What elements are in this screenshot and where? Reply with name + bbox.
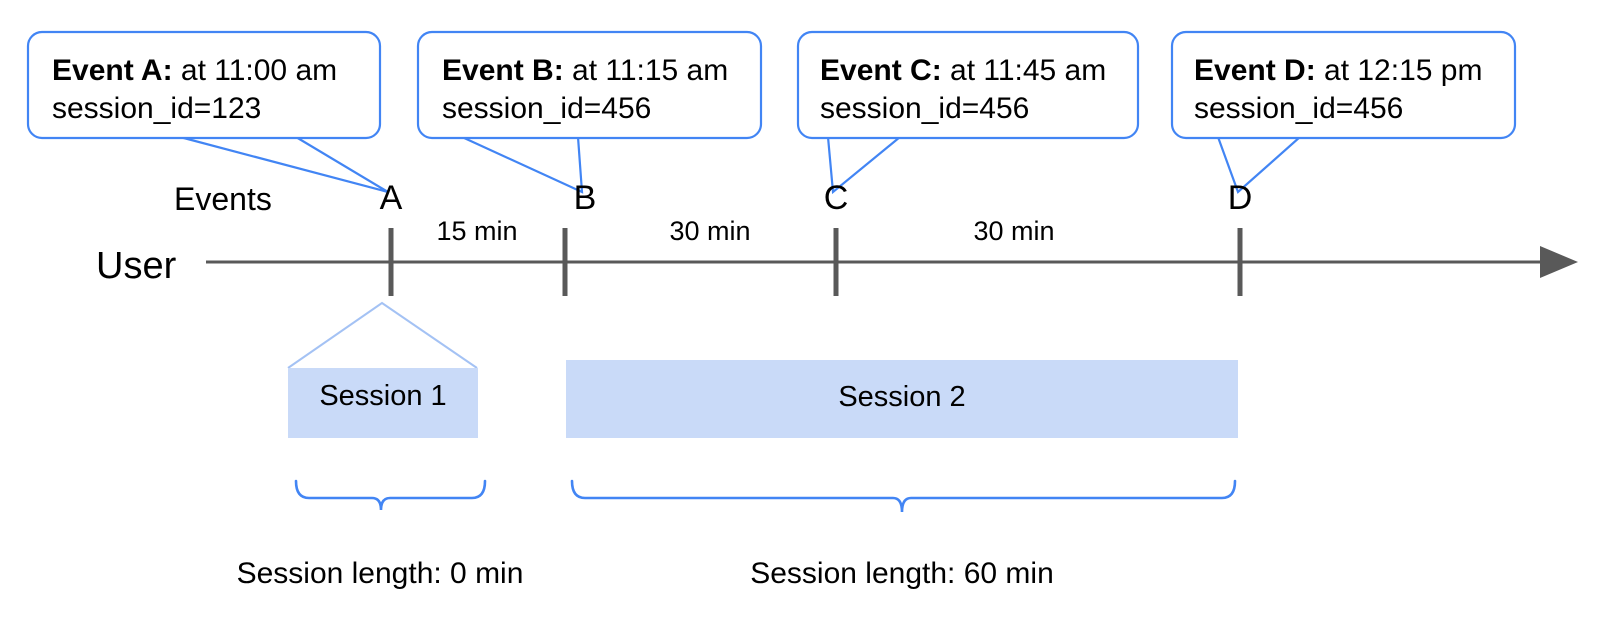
session-2-bar-group: Session 2 <box>566 360 1238 438</box>
session-1-bar-group: Session 1 <box>288 368 478 438</box>
callout-d-time: at 12:15 pm <box>1316 54 1483 87</box>
event-letter-c: C <box>824 179 849 217</box>
callout-event-a: Event A: at 11:00 am session_id=123 <box>26 30 389 194</box>
event-letter-d: D <box>1228 179 1253 217</box>
session-2-brace <box>570 479 1237 513</box>
callout-c-box <box>796 30 1140 140</box>
callout-b-box <box>416 30 763 140</box>
callout-d-session: session_id=456 <box>1194 92 1403 125</box>
session-1-bar <box>288 368 478 438</box>
callout-c-line1: Event C: at 11:45 am <box>820 54 1106 87</box>
session-1-length-label: Session length: 0 min <box>237 557 524 590</box>
callout-b-line1: Event B: at 11:15 am <box>442 54 728 87</box>
session-2-label: Session 2 <box>838 381 965 413</box>
callout-d-title: Event D: <box>1194 54 1316 87</box>
session-1-brace <box>294 479 487 511</box>
callout-d-line1: Event D: at 12:15 pm <box>1194 54 1482 87</box>
callout-event-b: Event B: at 11:15 am session_id=456 <box>416 30 763 194</box>
event-letter-a: A <box>380 179 403 217</box>
right-arrow-icon <box>1540 246 1578 278</box>
callout-a-title: Event A: <box>52 54 173 87</box>
duration-label-ab: 15 min <box>436 216 517 246</box>
session-2-length-label: Session length: 60 min <box>750 557 1054 590</box>
callout-b-time: at 11:15 am <box>564 54 729 87</box>
callout-b-session: session_id=456 <box>442 92 651 125</box>
callout-b-title: Event B: <box>442 54 564 87</box>
callout-a-line1: Event A: at 11:00 am <box>52 54 337 87</box>
session-1-funnel <box>287 301 478 369</box>
duration-label-cd: 30 min <box>973 216 1054 246</box>
callout-event-c: Event C: at 11:45 am session_id=456 <box>796 30 1140 195</box>
events-lane-label: Events <box>174 181 272 217</box>
callout-c-title: Event C: <box>820 54 942 87</box>
duration-label-bc: 30 min <box>669 216 750 246</box>
callout-b-tail <box>461 135 584 194</box>
callout-c-time: at 11:45 am <box>942 54 1107 87</box>
event-letter-b: B <box>574 179 597 217</box>
callout-a-session: session_id=123 <box>52 92 261 125</box>
session-1-label: Session 1 <box>319 380 446 412</box>
callout-event-d: Event D: at 12:15 pm session_id=456 <box>1170 30 1517 194</box>
callout-a-time: at 11:00 am <box>173 54 338 87</box>
session-2-bar <box>566 360 1238 438</box>
callout-a-box <box>26 30 382 140</box>
user-lane-label: User <box>96 245 177 287</box>
callout-d-box <box>1170 30 1517 140</box>
callout-c-session: session_id=456 <box>820 92 1029 125</box>
timeline-axis <box>206 228 1578 296</box>
